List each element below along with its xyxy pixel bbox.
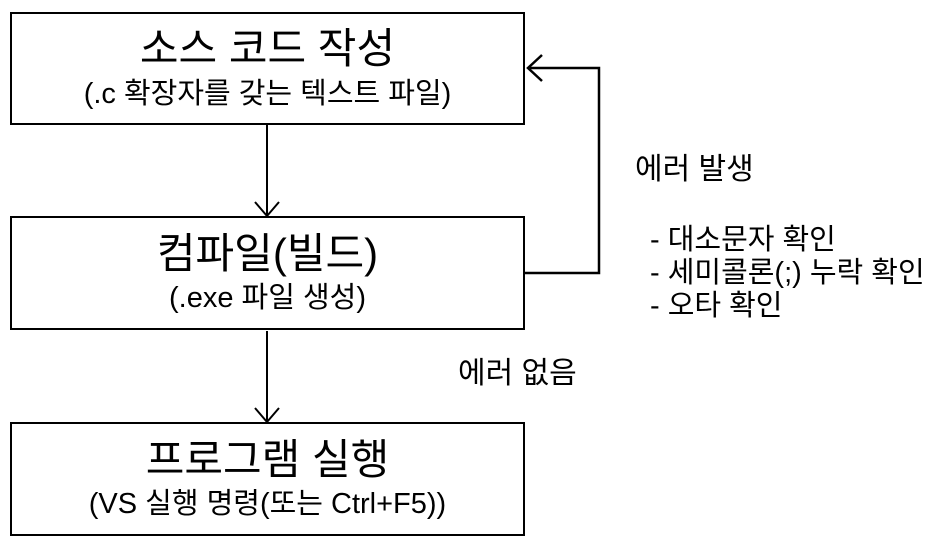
label-error-occurred: 에러 발생: [635, 153, 754, 186]
error-checklist: - 대소문자 확인 - 세미콜론(;) 누락 확인 - 오타 확인: [650, 224, 925, 323]
arrowhead-down-icon: [254, 407, 280, 424]
arrowhead-left-icon: [526, 54, 543, 82]
node-source-code: 소스 코드 작성 (.c 확장자를 갖는 텍스트 파일): [10, 12, 525, 125]
node-run-subtitle: (VS 실행 명령(또는 Ctrl+F5)): [88, 488, 447, 521]
node-source-subtitle: (.c 확장자를 갖는 텍스트 파일): [83, 77, 452, 110]
checklist-item-semicolon: - 세미콜론(;) 누락 확인: [650, 257, 925, 289]
label-no-error: 에러 없음: [458, 357, 577, 390]
checklist-item-case: - 대소문자 확인: [650, 224, 836, 256]
node-compile-title: 컴파일(빌드): [156, 229, 379, 277]
node-source-title: 소스 코드 작성: [139, 25, 396, 73]
node-run-program: 프로그램 실행 (VS 실행 명령(또는 Ctrl+F5)): [10, 422, 525, 536]
checklist-item-typo: - 오타 확인: [650, 290, 783, 322]
arrowhead-down-icon: [254, 201, 280, 218]
node-run-title: 프로그램 실행: [145, 435, 390, 483]
node-compile-subtitle: (.exe 파일 생성): [169, 282, 366, 315]
node-compile: 컴파일(빌드) (.exe 파일 생성): [10, 216, 525, 330]
arrow-compile-to-run: [254, 331, 280, 424]
arrow-error-loop: [525, 54, 601, 275]
arrow-source-to-compile: [254, 125, 280, 218]
